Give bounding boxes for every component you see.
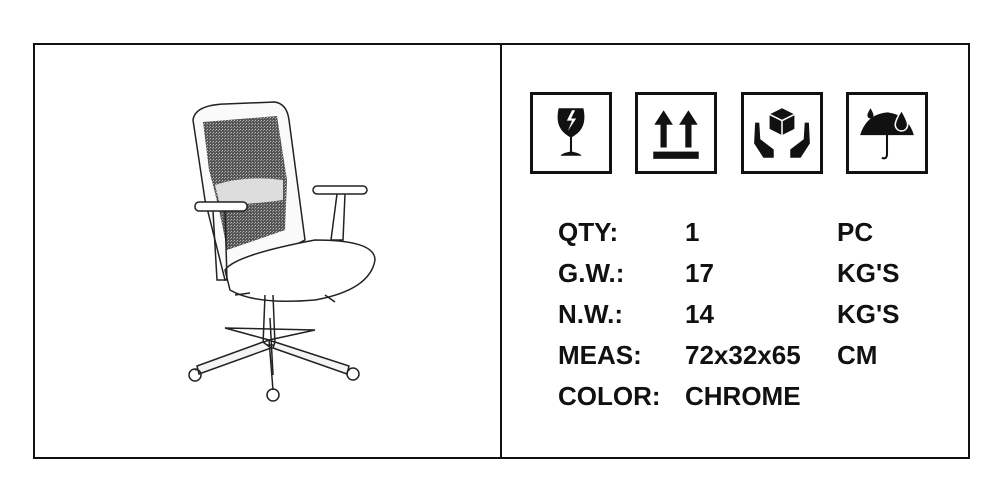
color-label: COLOR: xyxy=(558,381,661,411)
qty-label: QTY: xyxy=(558,217,619,247)
qty-unit: PC xyxy=(837,217,874,247)
shipping-label: QTY: 1 PC G.W.: 17 KG'S N.W.: 14 KG'S ME… xyxy=(33,43,970,459)
handle-with-care-icon xyxy=(741,92,823,174)
this-way-up-icon xyxy=(635,92,717,174)
measurement-value: 72x32x65 xyxy=(685,340,801,370)
net-weight-value: 14 xyxy=(685,299,714,329)
color-value: CHROME xyxy=(685,381,801,411)
net-weight-label: N.W.: xyxy=(558,299,623,329)
office-chair-illustration xyxy=(188,101,376,402)
qty-value: 1 xyxy=(685,217,700,247)
gross-weight-label: G.W.: xyxy=(558,258,625,288)
measurement-label: MEAS: xyxy=(558,340,642,370)
net-weight-unit: KG'S xyxy=(837,299,900,329)
fragile-icon xyxy=(530,92,612,174)
column-divider xyxy=(500,45,502,457)
measurement-unit: CM xyxy=(837,340,878,370)
keep-dry-icon xyxy=(846,92,928,174)
gross-weight-value: 17 xyxy=(685,258,714,288)
gross-weight-unit: KG'S xyxy=(837,258,900,288)
